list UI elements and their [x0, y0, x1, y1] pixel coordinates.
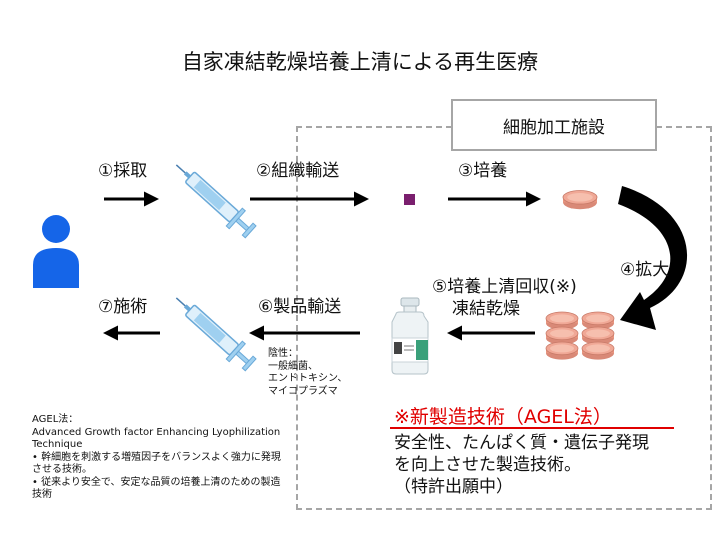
step-culture-label: ③培養	[458, 161, 508, 181]
note-line: Advanced Growth factor Enhancing Lyophil…	[32, 426, 281, 438]
negative-test-note: 陰性： 一般細菌、 エンドトキシン、 マイコプラズマ	[268, 348, 347, 398]
note-line: マイコプラズマ	[268, 385, 338, 397]
petri-dish-icon	[562, 190, 598, 210]
note-line: Technique	[32, 439, 83, 450]
description-line: 安全性、たんぱく質・遺伝子発現	[394, 433, 649, 453]
petri-dish-stack	[545, 311, 615, 361]
note-line: 陰性：	[268, 348, 298, 359]
page-title: 自家凍結乾燥培養上清による再生医療	[181, 50, 539, 74]
step-expansion-label: ④拡大	[620, 260, 670, 280]
tissue-square-icon	[404, 194, 415, 205]
syringe-icon	[167, 155, 260, 242]
new-technology-underline	[390, 427, 674, 429]
new-technology-title: ※新製造技術（AGEL法）	[394, 406, 612, 428]
note-line: 一般細菌、	[268, 360, 318, 372]
note-line: させる技術。	[32, 464, 92, 475]
note-line: • 従来より安全で、安定な品質の培養上清のための製造	[32, 476, 281, 488]
expansion-curved-arrow	[618, 186, 688, 330]
facility-label-text: 細胞加工施設	[503, 117, 605, 138]
person-icon	[33, 215, 79, 288]
description-line: （特許出願中）	[394, 477, 513, 497]
step-tissue-transport-label: ②組織輸送	[256, 161, 340, 181]
vial-icon	[391, 297, 429, 375]
description-line: を向上させた製造技術。	[394, 455, 581, 475]
technology-description: 安全性、たんぱく質・遺伝子発現 を向上させた製造技術。 （特許出願中）	[394, 432, 649, 498]
note-line: 技術	[32, 489, 52, 500]
agel-method-note: AGEL法： Advanced Growth factor Enhancing …	[32, 414, 288, 502]
cell-processing-facility-label: 細胞加工施設	[451, 99, 657, 151]
step-freeze-dry-label: 凍結乾燥	[452, 299, 520, 319]
note-line: • 幹細胞を刺激する増殖因子をバランスよく強力に発現	[32, 451, 281, 463]
syringe-icon	[167, 288, 260, 375]
step-collect-label: ①採取	[98, 161, 148, 181]
step-treatment-label: ⑦施術	[98, 297, 148, 317]
note-line: エンドトキシン、	[268, 373, 348, 384]
step-supernatant-recovery-label: ⑤培養上清回収(※)	[432, 277, 577, 297]
step-product-transport-label: ⑥製品輸送	[258, 297, 342, 317]
note-line: AGEL法：	[32, 414, 79, 425]
